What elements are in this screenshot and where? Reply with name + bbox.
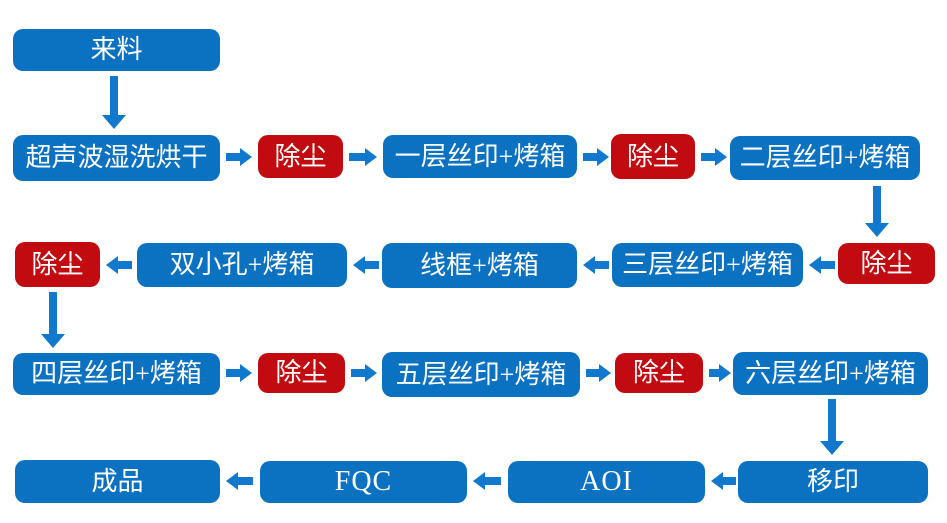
flow-node-clean-3: 除尘 [838, 243, 935, 284]
flow-arrow-down-icon [820, 399, 844, 455]
flow-node-clean-4: 除尘 [15, 242, 100, 287]
arrow-shaft [594, 261, 609, 269]
flow-node-double-hole: 双小孔+烤箱 [137, 243, 347, 287]
flow-arrow-right-icon [349, 148, 377, 166]
flow-node-label: 除尘 [275, 358, 328, 387]
flow-node-print-layer-2: 二层丝印+烤箱 [730, 136, 920, 180]
arrow-shaft [586, 369, 600, 377]
flow-node-label: 除尘 [626, 141, 679, 171]
arrow-shaft [722, 477, 736, 485]
arrow-head [240, 148, 252, 166]
arrow-shaft [349, 153, 366, 161]
arrow-shaft [709, 369, 720, 377]
arrow-shaft [117, 261, 132, 269]
flow-arrow-right-icon [226, 148, 252, 166]
flow-node-label: 双小孔+烤箱 [169, 250, 315, 279]
flow-node-clean-1: 除尘 [258, 135, 343, 178]
arrow-head [599, 364, 611, 382]
arrow-head [711, 472, 723, 490]
flow-arrow-down-icon [102, 76, 126, 129]
flow-arrow-right-icon [583, 148, 609, 166]
flow-node-pad-print: 移印 [738, 461, 928, 503]
flow-arrow-right-icon [586, 364, 611, 382]
flow-arrow-down-icon [865, 186, 889, 237]
arrow-head [820, 441, 844, 455]
flow-node-label: 四层丝印+烤箱 [31, 359, 202, 388]
flow-node-label: 来料 [90, 35, 143, 64]
flow-arrow-left-icon [353, 256, 379, 274]
arrow-head [240, 364, 252, 382]
flow-node-incoming: 来料 [13, 29, 220, 71]
flow-node-label: 除尘 [860, 248, 913, 278]
flow-arrow-right-icon [701, 148, 727, 166]
flow-node-label: 除尘 [31, 249, 84, 279]
arrow-head [353, 256, 365, 274]
arrow-head [583, 256, 595, 274]
flow-node-print-layer-1: 一层丝印+烤箱 [383, 135, 577, 178]
arrow-head [106, 256, 118, 274]
arrow-shaft [583, 153, 598, 161]
flow-node-label: AOI [580, 466, 633, 497]
arrow-shaft [226, 369, 241, 377]
arrow-shaft [484, 477, 501, 485]
flow-node-label: 六层丝印+烤箱 [745, 358, 916, 388]
arrow-shaft [820, 261, 835, 269]
flow-node-ultrasonic-wash: 超声波湿洗烘干 [13, 135, 220, 181]
arrow-head [365, 364, 377, 382]
arrow-shaft [873, 186, 881, 224]
flow-arrow-right-icon [709, 364, 731, 382]
flow-node-label: 除尘 [274, 141, 327, 171]
flow-arrow-right-icon [226, 364, 252, 382]
flow-node-label: 二层丝印+烤箱 [739, 143, 911, 172]
flow-node-print-layer-4: 四层丝印+烤箱 [13, 353, 220, 395]
arrow-head [719, 364, 731, 382]
flow-node-label: FQC [334, 466, 393, 497]
flow-node-label: 三层丝印+烤箱 [622, 250, 793, 279]
flow-node-label: 一层丝印+烤箱 [394, 141, 566, 171]
arrow-head [41, 334, 65, 348]
arrow-shaft [110, 76, 118, 116]
arrow-shaft [828, 399, 836, 442]
arrow-head [102, 115, 126, 129]
flow-node-clean-6: 除尘 [615, 353, 703, 393]
flow-node-wire-frame: 线框+烤箱 [382, 243, 577, 288]
flow-node-label: 超声波湿洗烘干 [25, 143, 208, 172]
arrow-shaft [237, 477, 253, 485]
flow-node-finished: 成品 [15, 460, 220, 503]
arrow-shaft [364, 261, 379, 269]
arrow-head [809, 256, 821, 274]
flow-node-label: 五层丝印+烤箱 [395, 359, 567, 389]
arrow-head [473, 472, 485, 490]
flow-node-clean-5: 除尘 [258, 353, 345, 393]
flow-node-fqc: FQC [260, 461, 467, 503]
flow-arrow-right-icon [351, 364, 377, 382]
arrow-head [226, 472, 238, 490]
flow-node-label: 移印 [806, 467, 859, 496]
arrow-shaft [49, 292, 57, 335]
flow-arrow-left-icon [473, 472, 501, 490]
flow-arrow-down-icon [41, 292, 65, 348]
arrow-head [715, 148, 727, 166]
flow-arrow-left-icon [809, 256, 835, 274]
flow-node-label: 除尘 [632, 358, 685, 387]
flow-node-clean-2: 除尘 [611, 134, 695, 179]
flow-arrow-left-icon [711, 472, 736, 490]
arrow-head [597, 148, 609, 166]
flow-arrow-left-icon [226, 472, 253, 490]
arrow-shaft [701, 153, 716, 161]
flow-arrow-left-icon [583, 256, 609, 274]
flow-arrow-left-icon [106, 256, 132, 274]
flow-node-label: 成品 [91, 466, 144, 496]
flow-node-label: 线框+烤箱 [420, 250, 539, 280]
flow-node-print-layer-5: 五层丝印+烤箱 [382, 352, 580, 397]
arrow-shaft [226, 153, 241, 161]
arrow-head [365, 148, 377, 166]
arrow-shaft [351, 369, 366, 377]
flow-node-print-layer-6: 六层丝印+烤箱 [733, 352, 928, 395]
flow-node-print-layer-3: 三层丝印+烤箱 [612, 243, 803, 287]
flow-node-aoi: AOI [508, 461, 705, 503]
arrow-head [865, 223, 889, 237]
